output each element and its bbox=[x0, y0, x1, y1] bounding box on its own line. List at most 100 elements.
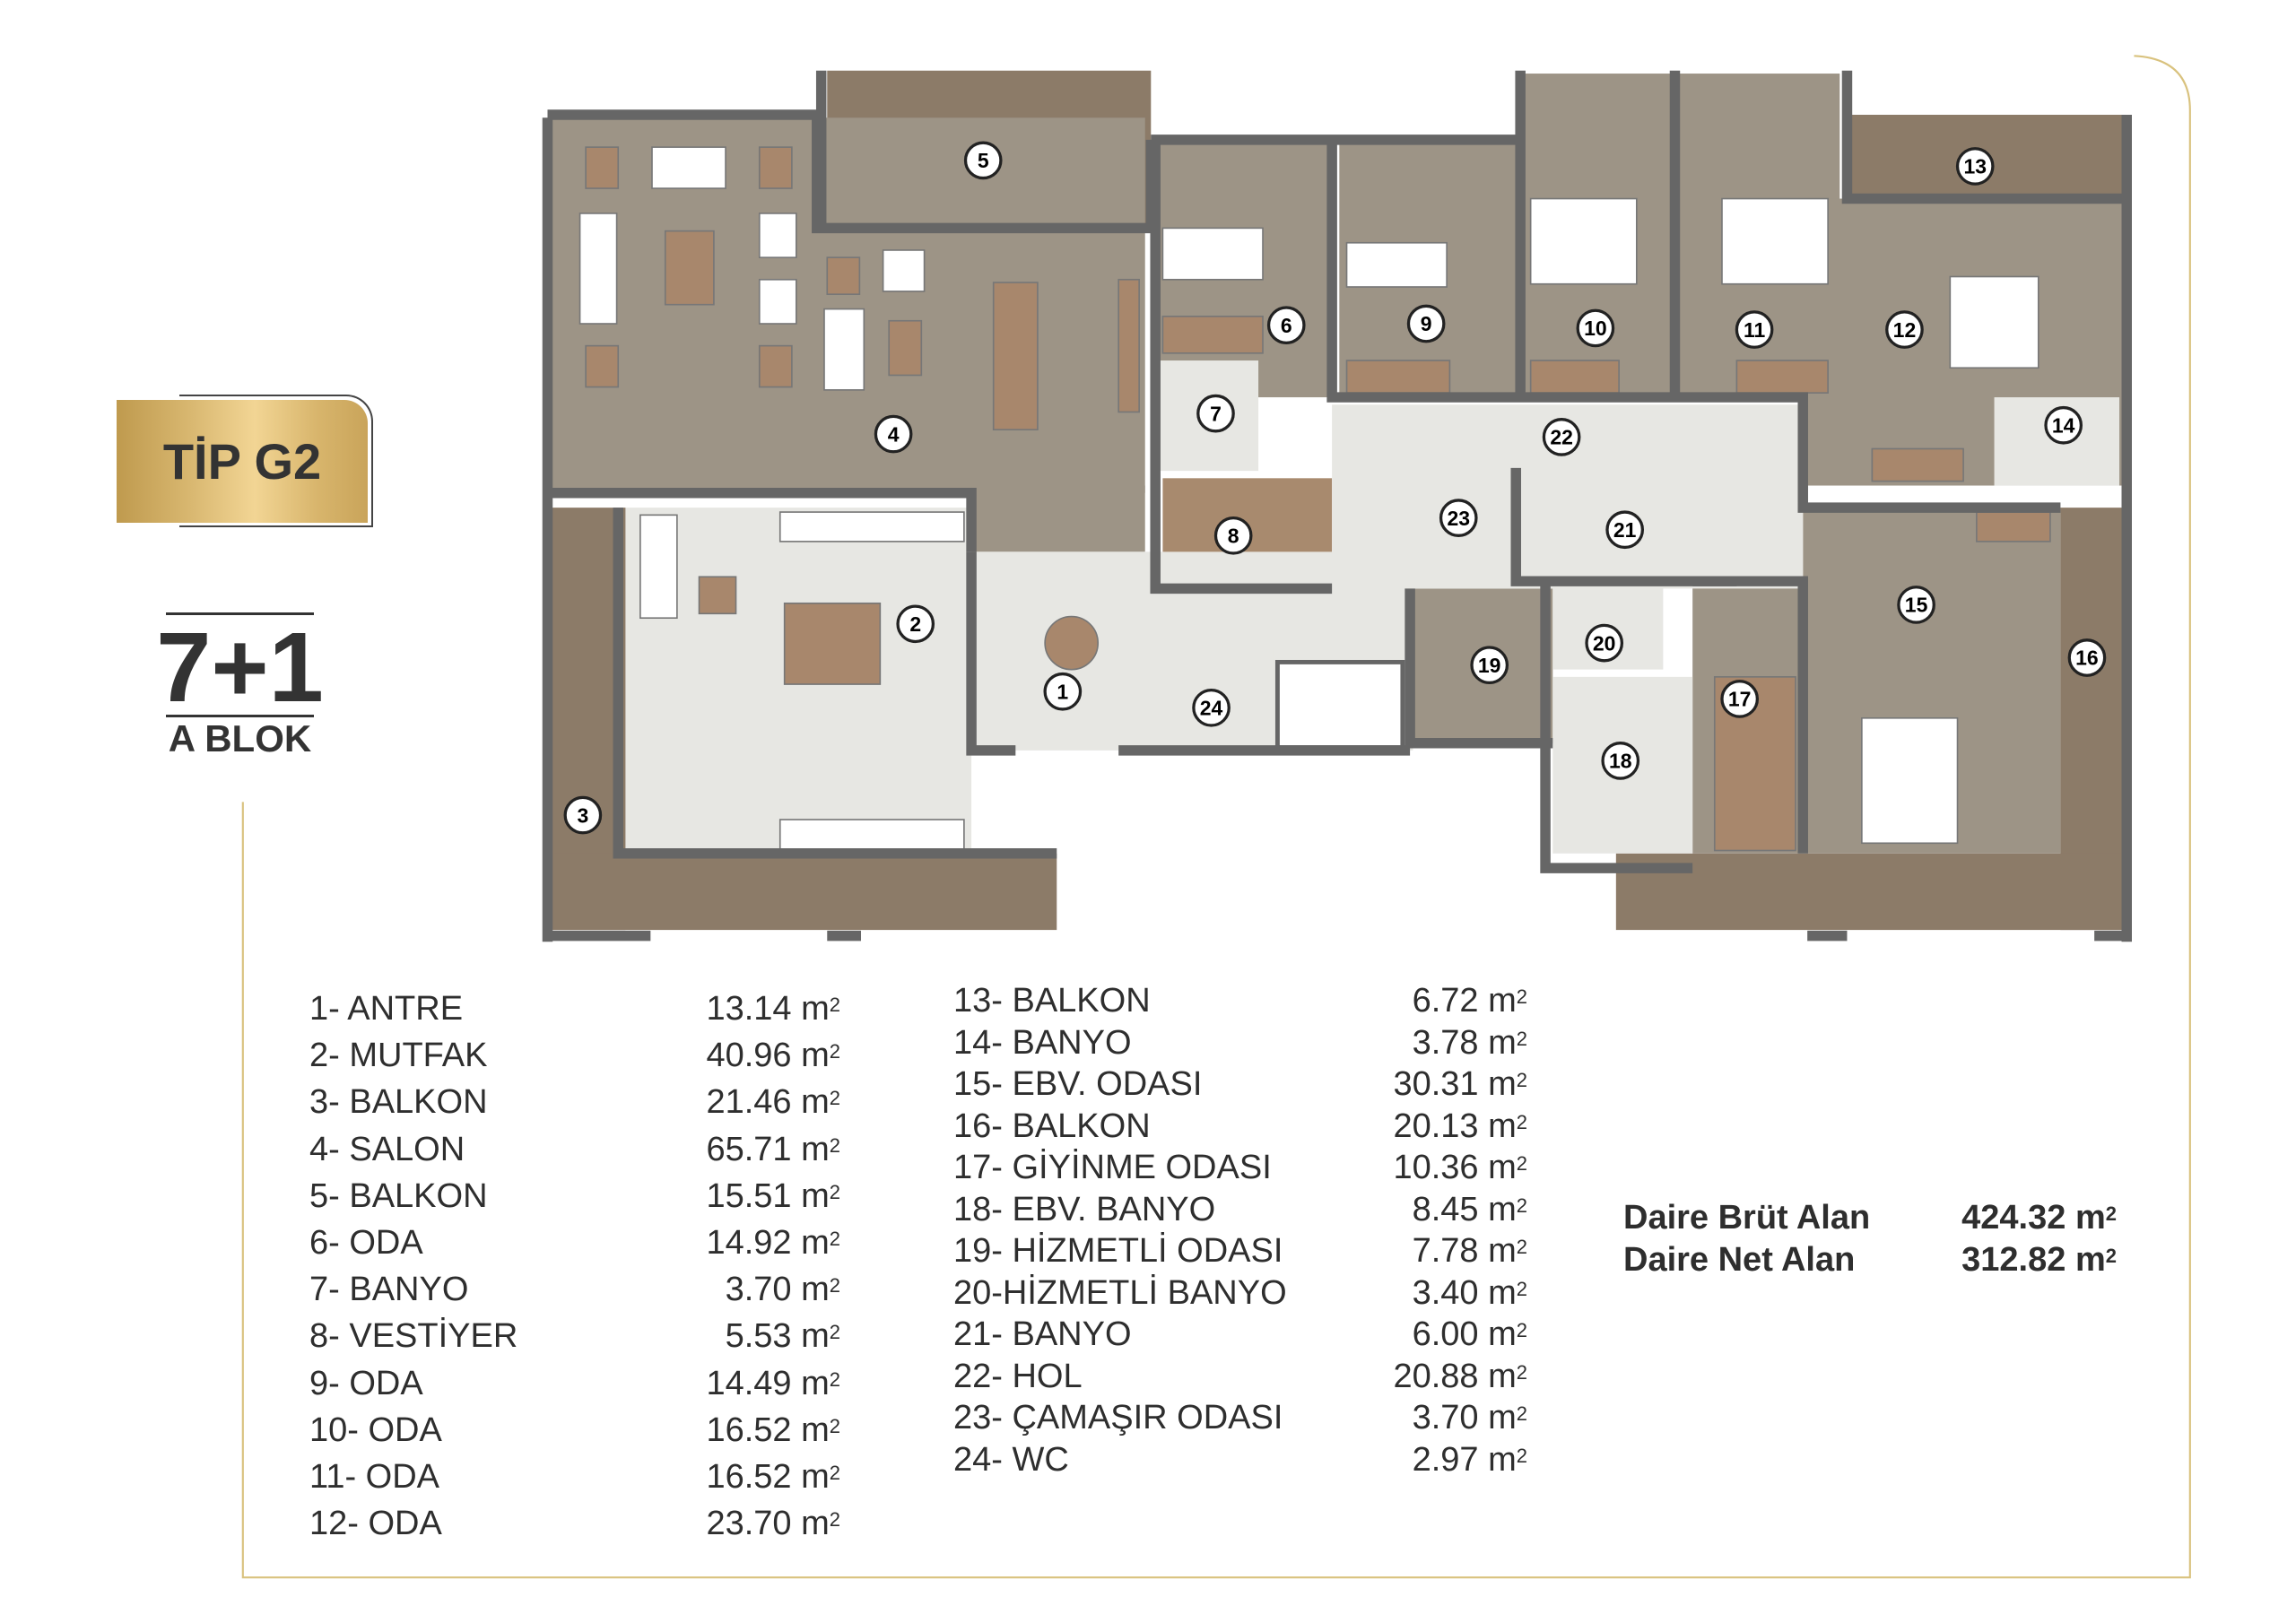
room-area: 65.71 m2 bbox=[706, 1130, 840, 1168]
room-number: 16 bbox=[2075, 647, 2099, 670]
room-label: 10- ODA bbox=[309, 1410, 442, 1449]
room-label: 5- BALKON bbox=[309, 1176, 488, 1215]
room-number: 5 bbox=[978, 149, 989, 172]
room-area: 5.53 m2 bbox=[725, 1317, 840, 1356]
room-area: 10.36 m2 bbox=[1393, 1149, 1527, 1186]
room-area: 40.96 m2 bbox=[706, 1037, 840, 1075]
room-area: 16.52 m2 bbox=[706, 1410, 840, 1449]
room-label: 19- HİZMETLİ ODASI bbox=[953, 1232, 1283, 1270]
room-4-salon-ext bbox=[971, 485, 1145, 552]
room-number: 23 bbox=[1447, 507, 1470, 530]
room-16-balkon-strip bbox=[1615, 853, 2132, 931]
room-area: 14.49 m2 bbox=[706, 1364, 840, 1402]
room-label: 24- WC bbox=[953, 1440, 1069, 1479]
room-label: 13- BALKON bbox=[953, 982, 1151, 1020]
room-number: 3 bbox=[577, 803, 588, 827]
room-number-marker: 4 bbox=[874, 414, 913, 454]
room-number-marker: 3 bbox=[563, 795, 603, 835]
room-area: 8.45 m2 bbox=[1412, 1190, 1527, 1228]
room-label: 1- ANTRE bbox=[309, 990, 464, 1028]
room-number: 7 bbox=[1210, 402, 1222, 425]
room-number-marker: 24 bbox=[1192, 688, 1231, 727]
room-number-marker: 12 bbox=[1885, 310, 1924, 349]
room-number-marker: 21 bbox=[1605, 510, 1645, 550]
room-number-marker: 17 bbox=[1720, 680, 1760, 718]
storage bbox=[1274, 659, 1405, 751]
block-name: A BLOK bbox=[168, 717, 312, 759]
room-count: 7+1 bbox=[156, 612, 324, 723]
room-number-marker: 7 bbox=[1196, 394, 1235, 433]
room-area: 6.00 m2 bbox=[1412, 1315, 1527, 1353]
room-label: 6- ODA bbox=[309, 1224, 423, 1262]
room-area: 21.46 m2 bbox=[706, 1083, 840, 1122]
room-label: 18- EBV. BANYO bbox=[953, 1190, 1216, 1228]
room-area: 7.78 m2 bbox=[1412, 1232, 1527, 1270]
room-area: 20.13 m2 bbox=[1393, 1107, 1527, 1145]
room-label: 22- HOL bbox=[953, 1357, 1083, 1395]
room-number-marker: 22 bbox=[1542, 418, 1581, 456]
room-number-marker: 9 bbox=[1406, 304, 1446, 343]
room-area: 3.78 m2 bbox=[1412, 1023, 1527, 1062]
walls bbox=[542, 70, 2132, 942]
room-number: 19 bbox=[1478, 654, 1501, 677]
room-area: 20.88 m2 bbox=[1393, 1357, 1527, 1395]
room-area: 3.70 m2 bbox=[1412, 1399, 1527, 1436]
room-number-marker: 10 bbox=[1576, 308, 1615, 348]
room-number-marker: 19 bbox=[1470, 646, 1509, 685]
room-number: 17 bbox=[1728, 688, 1752, 711]
room-3-balkon-strip bbox=[547, 853, 1057, 931]
room-number-marker: 20 bbox=[1585, 623, 1624, 663]
room-number: 4 bbox=[888, 422, 900, 446]
room-label: 15- EBV. ODASI bbox=[953, 1065, 1203, 1103]
room-number: 14 bbox=[2052, 413, 2075, 437]
room-area: 424.32 m2 bbox=[1961, 1199, 2117, 1237]
room-number: 2 bbox=[909, 612, 921, 636]
room-number: 24 bbox=[1200, 697, 1223, 720]
room-label: 12- ODA bbox=[309, 1505, 442, 1543]
room-label: 17- GİYİNME ODASI bbox=[953, 1149, 1272, 1186]
room-label: 14- BANYO bbox=[953, 1023, 1132, 1062]
room-number-marker: 18 bbox=[1601, 742, 1640, 780]
room-number-marker: 8 bbox=[1213, 516, 1253, 555]
room-number: 10 bbox=[1584, 317, 1607, 340]
room-number: 6 bbox=[1281, 314, 1292, 337]
room-area: 3.40 m2 bbox=[1412, 1273, 1527, 1312]
room-number-marker: 11 bbox=[1735, 310, 1774, 349]
room-label: 16- BALKON bbox=[953, 1107, 1151, 1145]
room-label: 2- MUTFAK bbox=[309, 1037, 488, 1075]
room-label: 11- ODA bbox=[309, 1458, 440, 1496]
room-area: 2.97 m2 bbox=[1412, 1440, 1527, 1479]
room-number: 11 bbox=[1744, 318, 1766, 342]
room-area: 6.72 m2 bbox=[1412, 982, 1527, 1020]
room-area: 312.82 m2 bbox=[1961, 1241, 2117, 1279]
room-number-marker: 16 bbox=[2067, 638, 2107, 677]
room-label: 23- ÇAMAŞIR ODASI bbox=[953, 1399, 1283, 1436]
room-number-marker: 23 bbox=[1439, 499, 1478, 537]
room-area: 3.70 m2 bbox=[725, 1271, 840, 1309]
room-number-marker: 2 bbox=[896, 604, 935, 644]
room-label: 4- SALON bbox=[309, 1130, 465, 1168]
room-number-marker: 15 bbox=[1897, 586, 1935, 624]
room-label: 9- ODA bbox=[309, 1364, 423, 1402]
badge-outline bbox=[179, 395, 373, 527]
furniture bbox=[578, 146, 2051, 852]
room-area: 14.92 m2 bbox=[706, 1224, 840, 1262]
room-number-marker: 5 bbox=[963, 141, 1003, 180]
room-area: 13.14 m2 bbox=[706, 990, 840, 1028]
room-label: 21- BANYO bbox=[953, 1315, 1132, 1353]
room-number: 20 bbox=[1593, 631, 1616, 655]
room-number: 9 bbox=[1421, 312, 1432, 335]
room-4-salon bbox=[552, 117, 1145, 493]
room-number: 22 bbox=[1550, 426, 1573, 449]
room-label: 7- BANYO bbox=[309, 1271, 469, 1309]
room-number: 1 bbox=[1057, 680, 1068, 703]
divider bbox=[166, 612, 314, 615]
room-number-marker: 14 bbox=[2044, 405, 2083, 445]
room-area: 30.31 m2 bbox=[1393, 1065, 1527, 1103]
room-area: 16.52 m2 bbox=[706, 1458, 840, 1496]
room-area: 23.70 m2 bbox=[706, 1505, 840, 1543]
room-label: 20-HİZMETLİ BANYO bbox=[953, 1273, 1287, 1312]
room-number: 18 bbox=[1609, 750, 1632, 773]
divider bbox=[166, 715, 314, 717]
